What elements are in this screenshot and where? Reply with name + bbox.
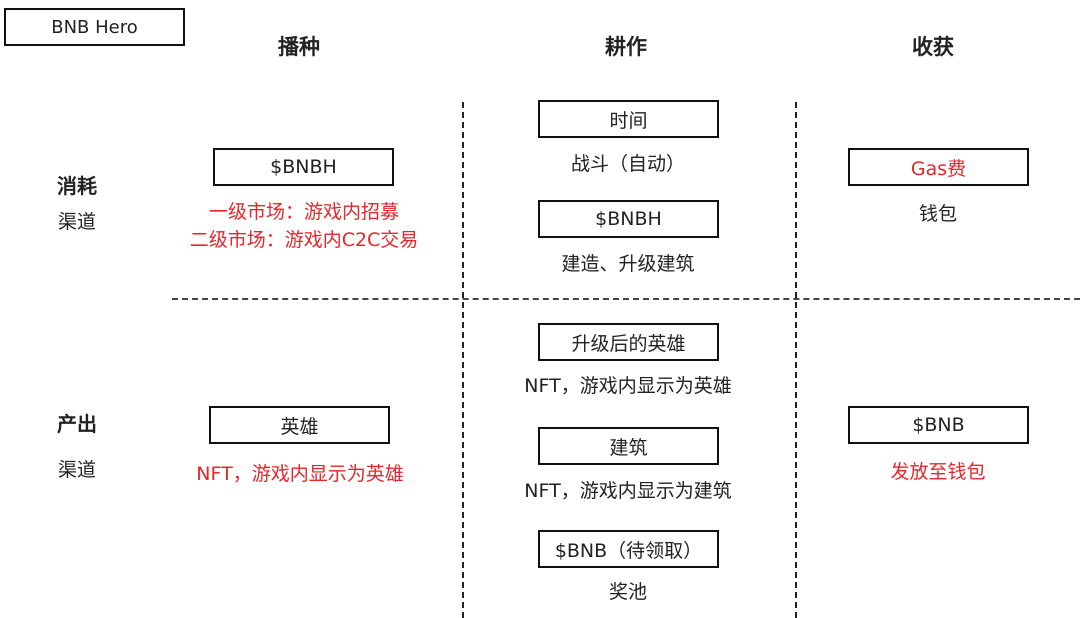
produce-sow-box-hero: 英雄 xyxy=(209,406,390,444)
consume-harvest-note: 钱包 xyxy=(918,203,957,225)
column-header-harvest: 收获 xyxy=(912,35,954,59)
consume-cultivate-note-time: 战斗（自动） xyxy=(570,153,685,175)
produce-harvest-box-bnb: $BNB xyxy=(848,406,1029,444)
produce-cultivate-box-building: 建筑 xyxy=(538,427,719,465)
divider-horizontal xyxy=(172,298,1080,300)
consume-sow-note-secondary: 二级市场：游戏内C2C交易 xyxy=(189,229,419,251)
consume-cultivate-box-time: 时间 xyxy=(538,100,719,138)
produce-sow-note: NFT，游戏内显示为英雄 xyxy=(196,463,404,485)
produce-cultivate-note-pool: 奖池 xyxy=(608,581,647,603)
consume-cultivate-note-bnbh: 建造、升级建筑 xyxy=(561,253,695,275)
consume-cultivate-box-bnbh: $BNBH xyxy=(538,200,719,238)
consume-harvest-box-gas: Gas费 xyxy=(848,148,1029,186)
bnb-hero-tag: BNB Hero xyxy=(4,8,185,46)
consume-sow-note-primary: 一级市场：游戏内招募 xyxy=(208,201,399,223)
consume-sow-box: $BNBH xyxy=(213,148,394,186)
row-subtitle-consume: 渠道 xyxy=(58,211,97,233)
row-subtitle-produce: 渠道 xyxy=(58,459,97,481)
produce-cultivate-box-bnb-pending: $BNB（待领取） xyxy=(538,530,719,568)
divider-vertical-right xyxy=(795,102,797,618)
produce-cultivate-box-upgraded-hero: 升级后的英雄 xyxy=(538,323,719,361)
divider-vertical-left xyxy=(462,102,464,618)
column-header-sow: 播种 xyxy=(278,35,320,59)
row-title-consume: 消耗 xyxy=(57,174,97,198)
column-header-cultivate: 耕作 xyxy=(605,35,647,59)
row-title-produce: 产出 xyxy=(57,412,97,436)
produce-cultivate-note-upgraded-hero: NFT，游戏内显示为英雄 xyxy=(524,375,732,397)
produce-cultivate-note-building: NFT，游戏内显示为建筑 xyxy=(524,480,732,502)
produce-harvest-note: 发放至钱包 xyxy=(890,461,986,483)
